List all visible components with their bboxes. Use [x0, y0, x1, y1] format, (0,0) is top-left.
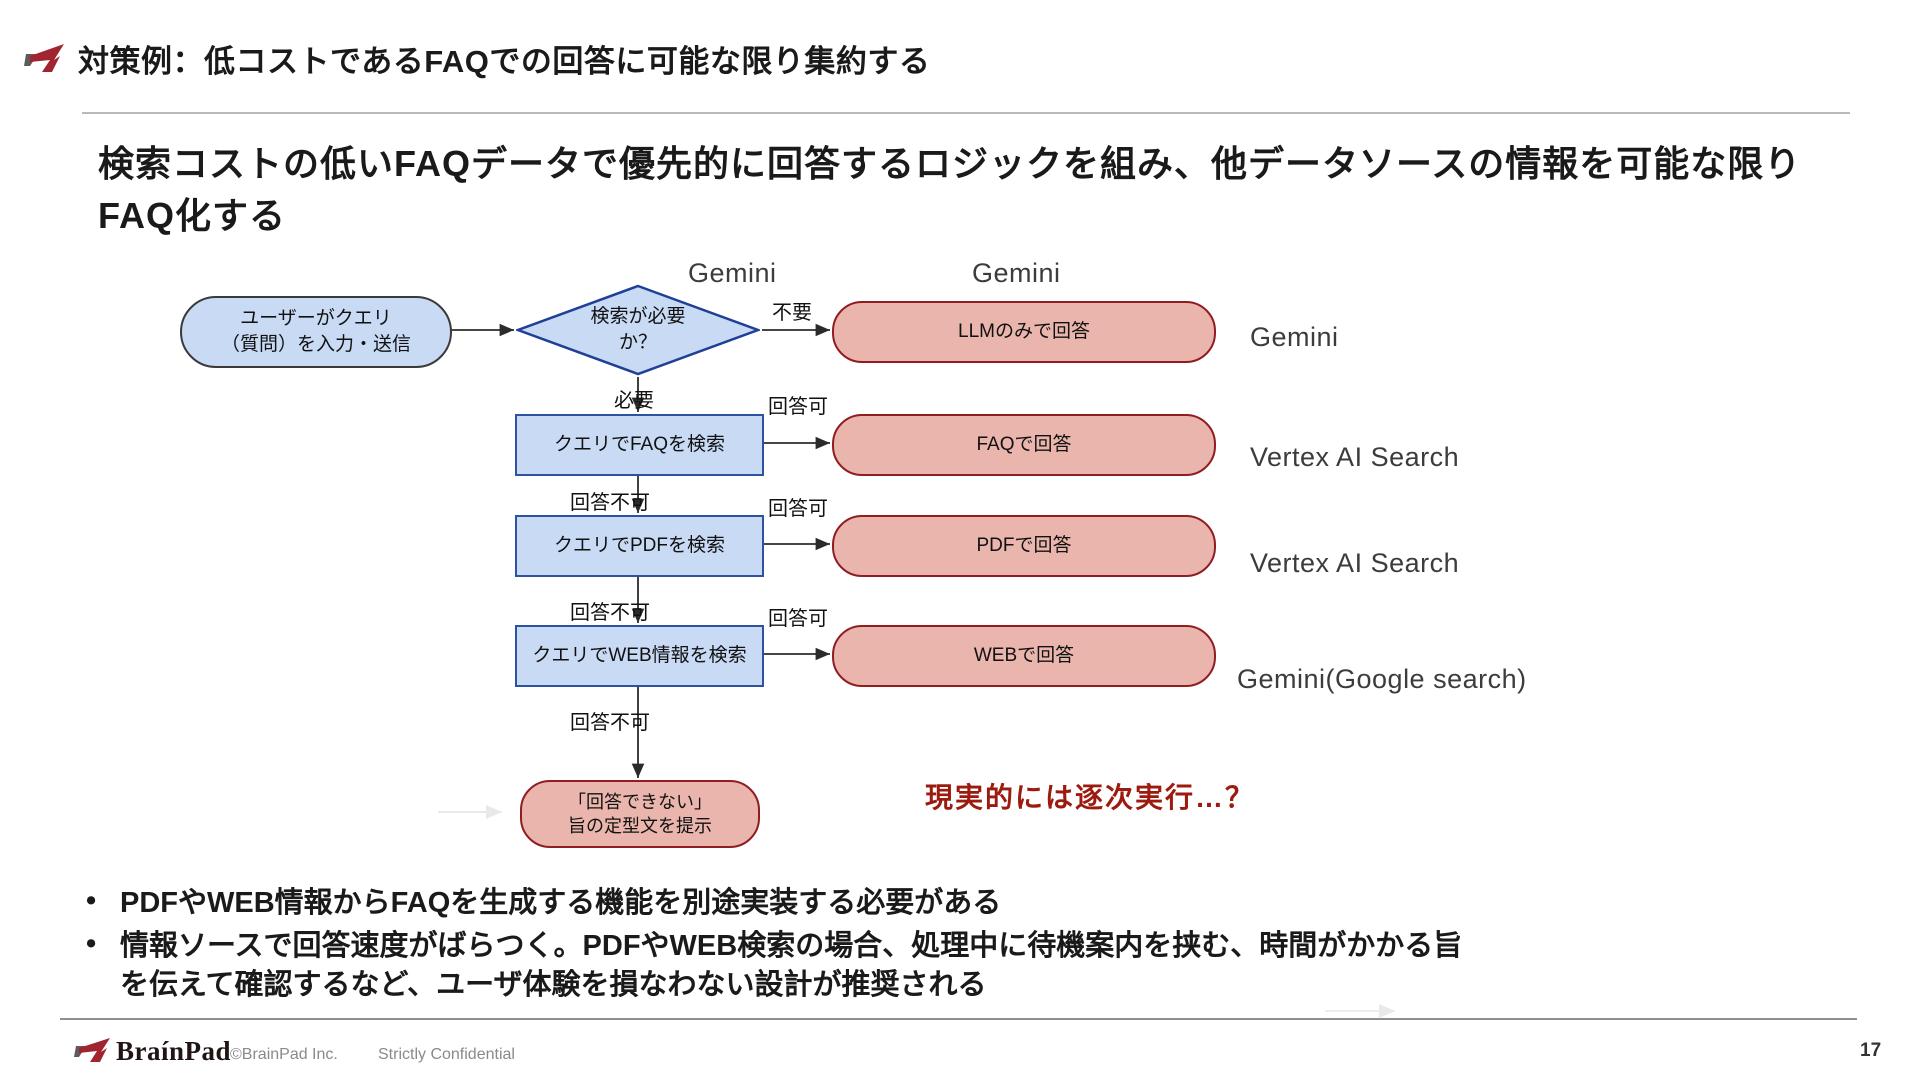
brand-arrow-icon [24, 44, 64, 72]
node-web-search: クエリでWEB情報を検索 [515, 625, 764, 687]
tool-label-gemini-google: Gemini(Google search) [1237, 664, 1527, 694]
edge-label-can-3: 回答可 [768, 608, 828, 630]
lead-text: 検索コストの低いFAQデータで優先的に回答するロジックを組み、他データソースの情… [98, 143, 1802, 237]
node-pdf-search: クエリでPDFを検索 [515, 515, 764, 577]
node-web-answer: WEBで回答 [832, 625, 1216, 687]
footer-divider [60, 1018, 1857, 1020]
takeaway-text: 情報ソースで回答速度がばらつく。PDFやWEB検索の場合、処理中に待機案内を挟む… [120, 930, 1463, 1002]
edge-label-cannot-2: 回答不可 [570, 602, 650, 624]
edge-label-cannot-3: 回答不可 [570, 712, 650, 734]
node-pdf-answer: PDFで回答 [832, 515, 1216, 577]
node-llm-answer: LLMのみで回答 [832, 301, 1216, 363]
decision-diamond-shape [516, 284, 760, 376]
takeaway-item: • PDFやWEB情報からFAQを生成する機能を別途実装する必要がある [80, 884, 1580, 923]
takeaway-text: PDFやWEB情報からFAQを生成する機能を別途実装する必要がある [120, 887, 1002, 919]
decision-label: 検索が必要 か？ [590, 306, 686, 353]
brainpad-logo-text: BraínPad [116, 1036, 232, 1066]
node-user-query: ユーザーがクエリ （質問）を入力・送信 [180, 296, 452, 368]
footer-confidential: Strictly Confidential [378, 1046, 515, 1063]
takeaway-list: • PDFやWEB情報からFAQを生成する機能を別途実装する必要がある • 情報ソー… [80, 884, 1580, 1009]
tool-label-vertex-pdf: Vertex AI Search [1250, 548, 1460, 578]
tool-label-gemini: Gemini [1250, 322, 1339, 352]
edge-label-no: 不要 [772, 302, 812, 324]
sequential-execution-note: 現実的には逐次実行…？ [925, 782, 1256, 813]
footer-copyright: ©BrainPad Inc. [230, 1046, 338, 1063]
takeaway-item: • 情報ソースで回答速度がばらつく。PDFやWEB検索の場合、処理中に待機案内を挟… [80, 927, 1580, 1005]
bullet-dot: • [86, 885, 97, 917]
annotation-gemini-llm: Gemini [972, 258, 1061, 288]
bullet-dot: • [86, 928, 97, 961]
edge-label-cannot-1: 回答不可 [570, 492, 650, 514]
edge-label-can-1: 回答可 [768, 396, 828, 418]
brainpad-logo-icon [74, 1038, 110, 1062]
page-number: 17 [1860, 1040, 1882, 1061]
page-title: 対策例：低コストであるFAQでの回答に可能な限り集約する [78, 44, 931, 79]
node-decision: 検索が必要 か？ [516, 284, 760, 376]
edge-label-yes: 必要 [614, 390, 654, 412]
annotation-gemini-decision: Gemini [688, 258, 777, 288]
node-fallback: 「回答できない」 旨の定型文を提示 [520, 780, 760, 848]
node-faq-search: クエリでFAQを検索 [515, 414, 764, 476]
node-faq-answer: FAQで回答 [832, 414, 1216, 476]
tool-label-vertex-faq: Vertex AI Search [1250, 442, 1460, 472]
edge-label-can-2: 回答可 [768, 498, 828, 520]
title-divider [82, 112, 1850, 114]
